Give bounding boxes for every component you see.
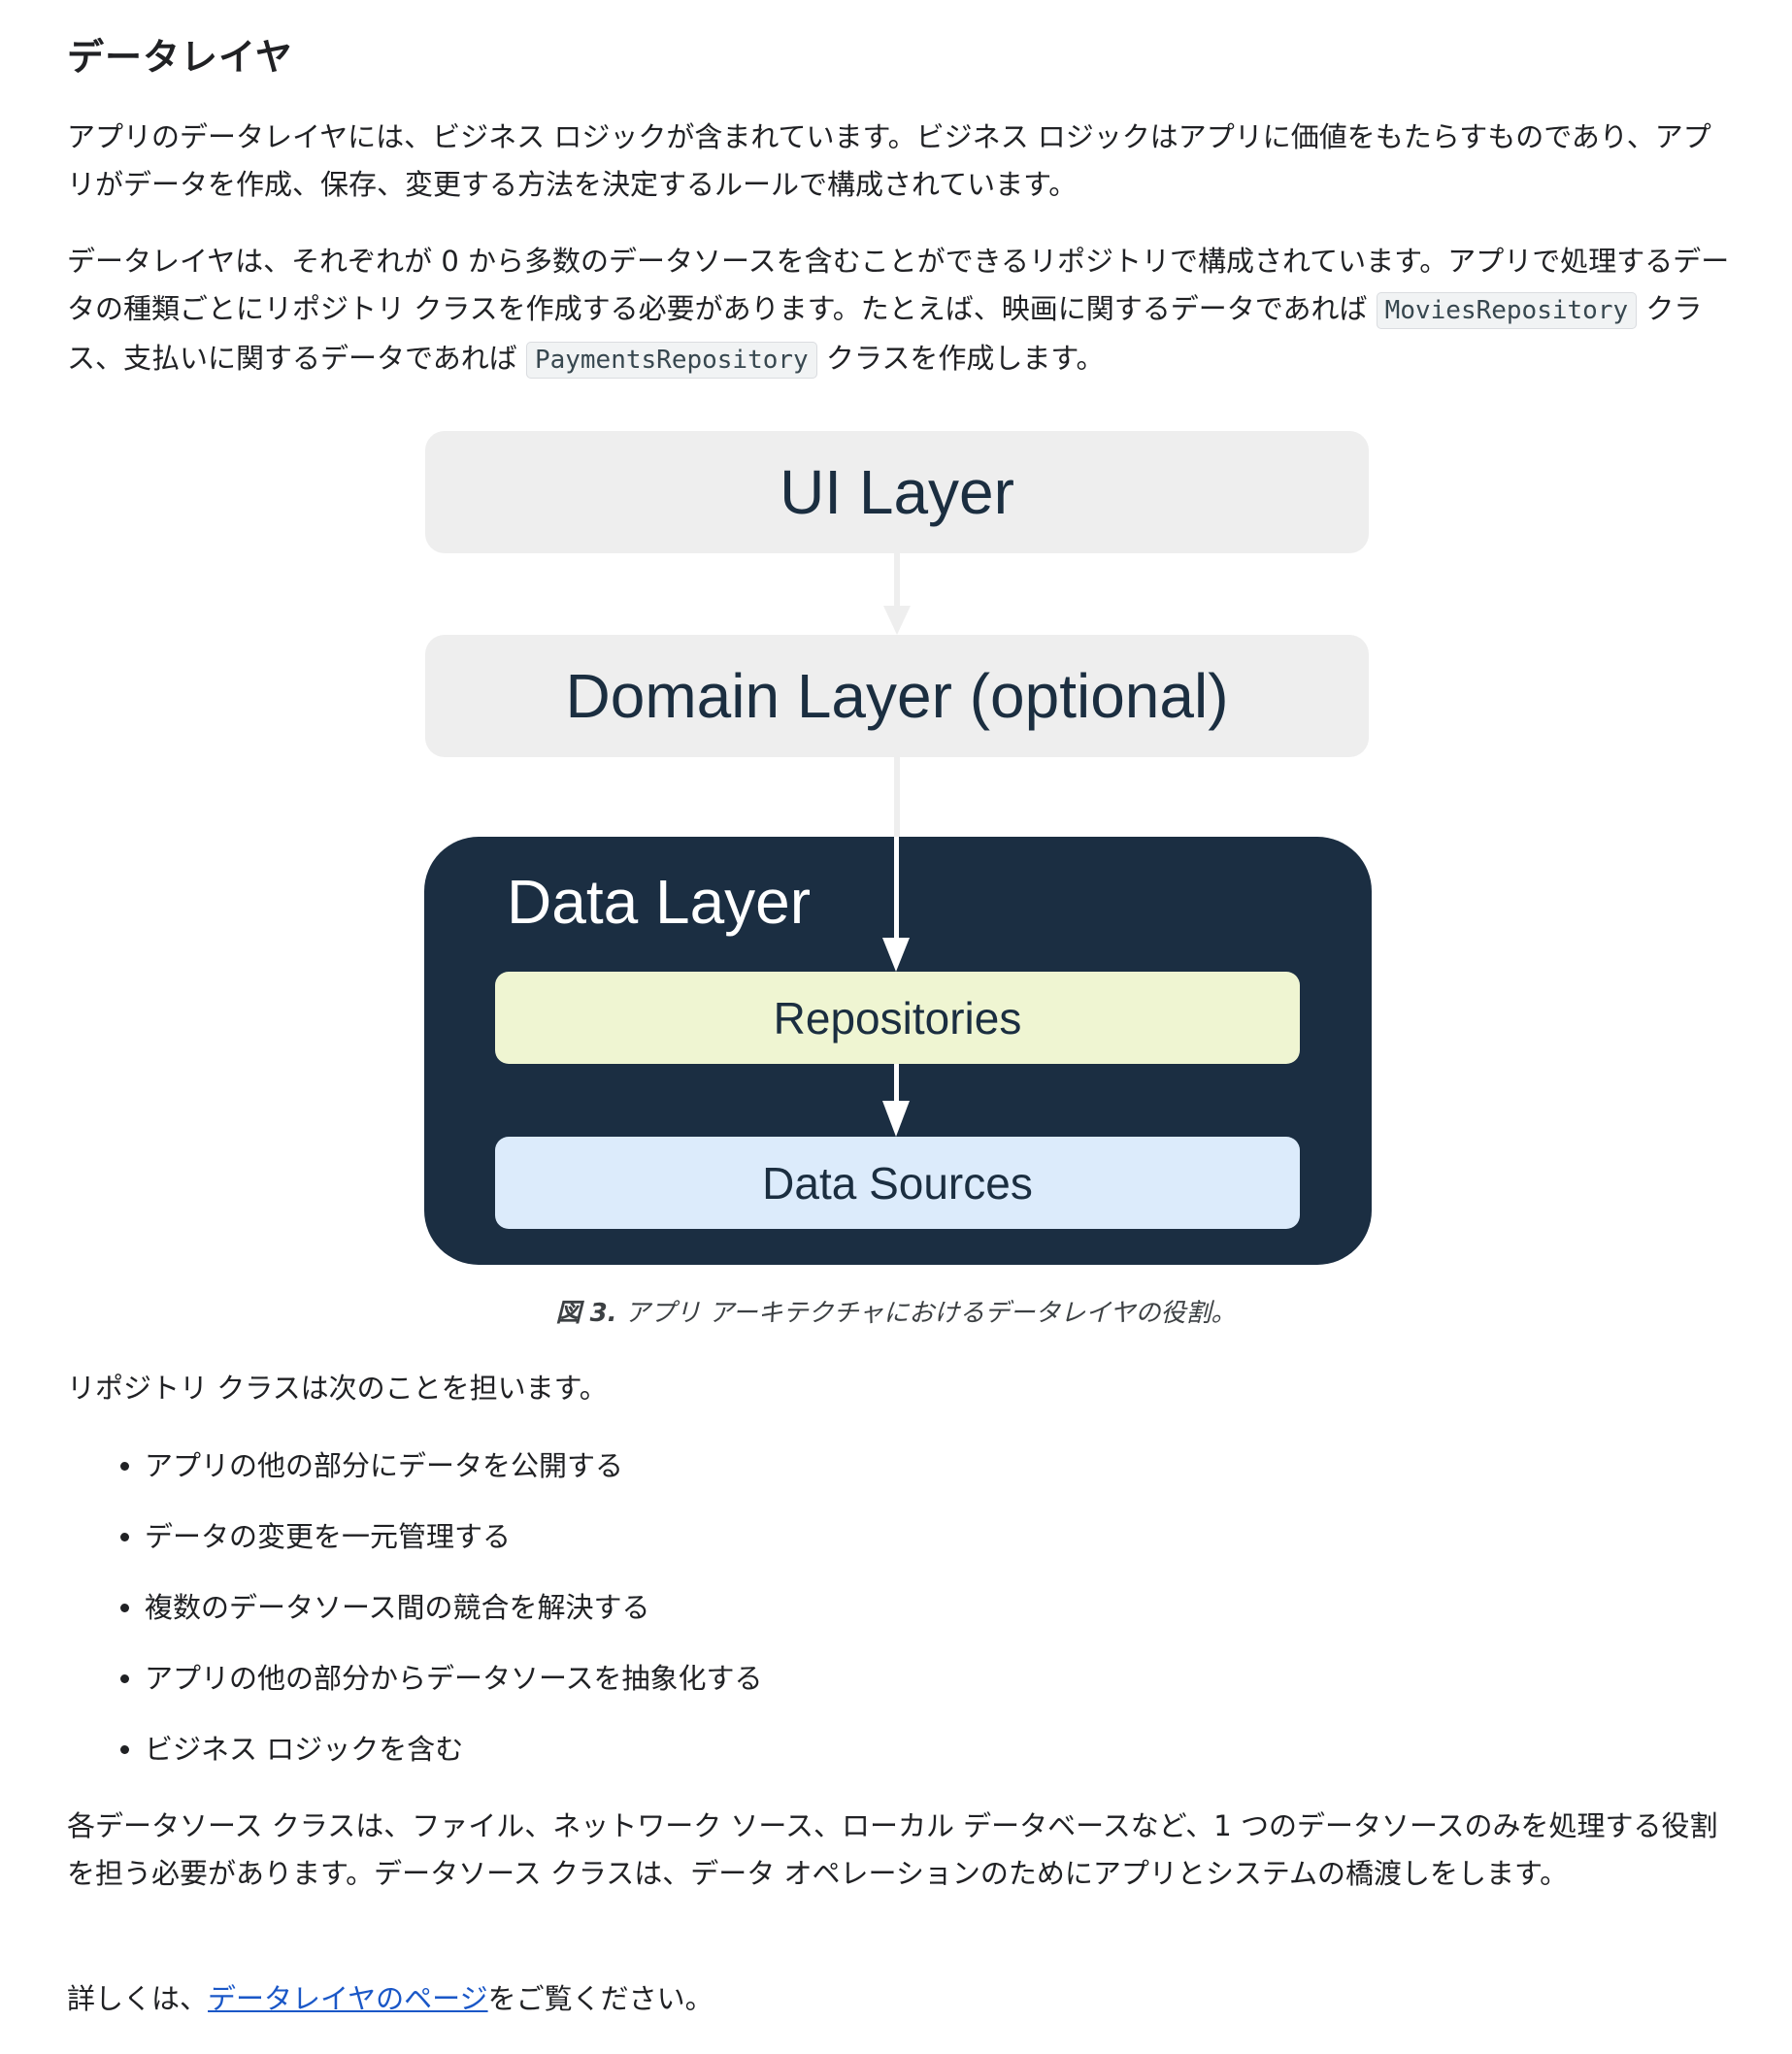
repositories-label: Repositories (773, 992, 1022, 1044)
responsibilities-list: アプリの他の部分にデータを公開する データの変更を一元管理する 複数のデータソー… (67, 1442, 763, 1797)
ui-layer-label: UI Layer (780, 457, 1014, 527)
arrow-domain-to-data (894, 757, 900, 837)
arrowhead-icon (882, 1101, 910, 1137)
data-layer-box: Data Layer Repositories Data Sources (424, 837, 1372, 1265)
list-item: アプリの他の部分にデータを公開する (145, 1442, 763, 1490)
caption-text: アプリ アーキテクチャにおけるデータレイヤの役割。 (616, 1299, 1237, 1328)
text: をご覧ください。 (487, 1982, 713, 2015)
list-item: 複数のデータソース間の競合を解決する (145, 1584, 763, 1632)
arrow-ui-to-domain (894, 553, 900, 612)
intro-paragraph: アプリのデータレイヤには、ビジネス ロジックが含まれています。ビジネス ロジック… (67, 120, 1711, 201)
code-payments-repository: PaymentsRepository (525, 342, 817, 379)
caption-label: 図 3. (555, 1299, 617, 1328)
data-layer-page-link[interactable]: データレイヤのページ (208, 1982, 488, 2015)
domain-layer-box: Domain Layer (optional) (425, 635, 1369, 757)
figure-caption: 図 3. アプリ アーキテクチャにおけるデータレイヤの役割。 (0, 1293, 1792, 1329)
list-intro: リポジトリ クラスは次のことを担います。 (67, 1372, 608, 1405)
list-item: アプリの他の部分からデータソースを抽象化する (145, 1655, 763, 1703)
repositories-box: Repositories (495, 972, 1300, 1064)
arrowhead-icon (883, 606, 911, 635)
text: データレイヤは、それぞれが 0 から多数のデータソースを含むことができるリポジト… (67, 245, 1730, 325)
more-info-paragraph: 詳しくは、データレイヤのページをご覧ください。 (67, 1975, 1737, 2023)
section-heading: データレイヤ (67, 36, 293, 79)
arrow-line (894, 1064, 899, 1103)
code-movies-repository: MoviesRepository (1376, 292, 1638, 329)
ui-layer-box: UI Layer (425, 431, 1369, 553)
text: クラス、支払いに関するデータであれば (67, 292, 1703, 375)
data-layer-label: Data Layer (507, 867, 812, 937)
text: クラスを作成します。 (816, 342, 1105, 375)
text: 詳しくは、 (67, 1982, 209, 2015)
data-sources-label: Data Sources (762, 1157, 1033, 1209)
data-sources-box: Data Sources (495, 1137, 1300, 1229)
data-source-paragraph: 各データソース クラスは、ファイル、ネットワーク ソース、ローカル データベース… (67, 1809, 1718, 1890)
arrowhead-icon (882, 938, 910, 972)
arrow-line (894, 837, 899, 945)
list-item: データの変更を一元管理する (145, 1513, 763, 1561)
repository-paragraph: データレイヤは、それぞれが 0 から多数のデータソースを含むことができるリポジト… (67, 238, 1737, 384)
list-item: ビジネス ロジックを含む (145, 1726, 763, 1773)
domain-layer-label: Domain Layer (optional) (565, 661, 1229, 731)
